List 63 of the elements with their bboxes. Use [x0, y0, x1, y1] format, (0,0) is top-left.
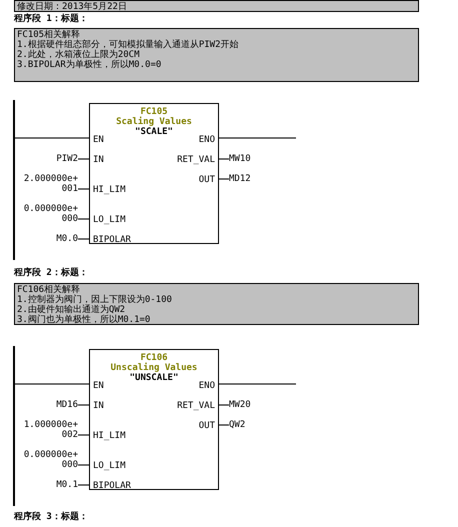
function-block — [89, 349, 219, 490]
comment-line: 2.由硬件知输出通道为QW2 — [17, 305, 126, 315]
operand-label: M0.1 — [55, 480, 78, 490]
connector-line — [78, 404, 90, 406]
pin-label: RET_VAL — [177, 155, 215, 165]
pin-label: EN — [93, 135, 104, 145]
pin-label: LO_LIM — [93, 461, 126, 471]
comment-box — [14, 283, 419, 325]
block-name: "SCALE" — [134, 127, 174, 137]
block-title: Scaling Values — [115, 117, 193, 127]
pin-label: OUT — [198, 421, 215, 431]
comment-line: 3.BIPOLAR为单极性，所以M0.0=0 — [17, 60, 162, 70]
comment-box — [14, 28, 419, 82]
connector-line — [78, 464, 90, 466]
comment-line: FC106相关解释 — [17, 285, 80, 295]
pin-label: HI_LIM — [93, 431, 126, 441]
operand-label: MD12 — [229, 174, 252, 184]
block-number: FC106 — [140, 353, 169, 363]
operand-label: MW20 — [229, 400, 252, 410]
block-title: Unscaling Values — [110, 363, 198, 373]
connector-line — [78, 188, 90, 190]
pin-label: EN — [93, 381, 104, 391]
connector-line — [218, 178, 230, 180]
pin-label: OUT — [198, 175, 215, 185]
pin-label: LO_LIM — [93, 215, 126, 225]
pin-label: ENO — [198, 381, 215, 391]
operand-label: QW2 — [229, 420, 246, 430]
connector-line — [218, 424, 230, 426]
block-number: FC105 — [140, 107, 169, 117]
info-box — [14, 0, 419, 12]
connector-line — [78, 218, 90, 220]
comment-line: 3.阀门也为单极性，所以M0.1=0 — [17, 315, 152, 325]
operand-label: PIW2 — [55, 154, 78, 164]
connector-line — [218, 158, 230, 160]
pin-label: BIPOLAR — [93, 481, 131, 491]
operand-label: MW10 — [229, 154, 252, 164]
operand-label: M0.0 — [55, 234, 78, 244]
connector-line — [78, 238, 90, 240]
connector-line — [78, 158, 90, 160]
operand-label: 0.000000e+000 — [23, 204, 78, 224]
comment-line: 1.控制器为阀门，因上下限设为0-100 — [17, 295, 173, 305]
connector-line — [78, 484, 90, 486]
connector-line — [78, 434, 90, 436]
operand-label: 0.000000e+000 — [23, 450, 78, 470]
comment-line: 2.此处，水箱液位上限为20CM — [17, 50, 141, 60]
date-text: 修改日期：2013年5月22日 — [17, 2, 128, 12]
network-heading: 程序段 3：标题： — [14, 512, 88, 522]
pin-label: ENO — [198, 135, 215, 145]
comment-line: 1.根据硬件组态部分，可知模拟量输入通道从PIW2开始 — [17, 40, 240, 50]
network-heading: 程序段 1：标题： — [14, 14, 88, 24]
pin-label: BIPOLAR — [93, 235, 131, 245]
operand-label: 1.000000e+002 — [23, 420, 78, 440]
comment-line: FC105相关解释 — [17, 30, 80, 40]
connector-line — [218, 404, 230, 406]
function-block — [89, 103, 219, 244]
pin-label: HI_LIM — [93, 185, 126, 195]
block-name: "UNSCALE" — [128, 373, 180, 383]
operand-label: MD16 — [55, 400, 78, 410]
network-heading: 程序段 2：标题： — [14, 268, 88, 278]
pin-label: IN — [93, 401, 104, 411]
pin-label: IN — [93, 155, 104, 165]
pin-label: RET_VAL — [177, 401, 215, 411]
operand-label: 2.000000e+001 — [23, 174, 78, 194]
